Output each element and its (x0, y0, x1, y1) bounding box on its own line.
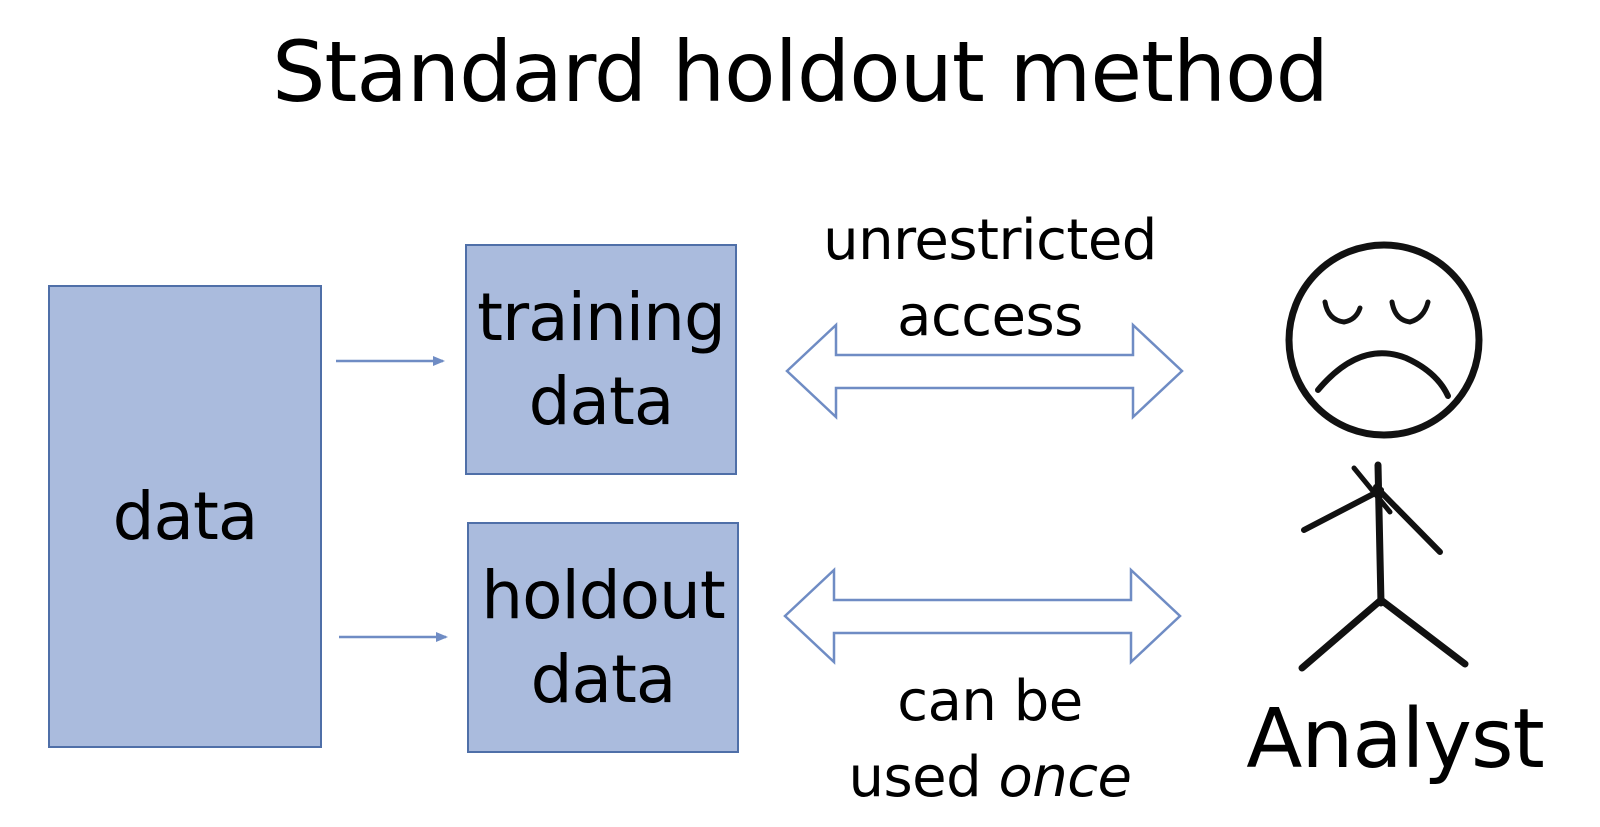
used-once-line1: can be (897, 669, 1083, 734)
holdout-box-label-line2: data (530, 640, 677, 718)
right-arm-icon (1373, 484, 1443, 555)
left-eye-icon (1322, 299, 1363, 325)
used-once-emphasis: once (998, 745, 1132, 810)
right-leg-icon (1377, 596, 1469, 668)
left-leg-icon (1298, 596, 1385, 672)
training-box-label-line2: data (528, 362, 675, 440)
unrestricted-access-line2: access (897, 284, 1083, 349)
left-arm-icon (1301, 487, 1384, 533)
frown-icon (1315, 350, 1451, 399)
stick-figure-icon (1285, 241, 1483, 672)
page-title: Standard holdout method (272, 23, 1329, 121)
double-arrow-holdout-icon (783, 567, 1182, 665)
training-box-label-line1: training (477, 278, 726, 356)
analyst-label: Analyst (1246, 692, 1545, 787)
body-icon (1374, 461, 1385, 607)
data-box-label: data (112, 477, 259, 555)
holdout-box-label-line1: holdout (481, 556, 726, 634)
neck-icon (1351, 465, 1393, 515)
training-data-box: training data (465, 244, 737, 475)
unrestricted-access-line1: unrestricted (823, 208, 1157, 273)
right-eye-icon (1389, 299, 1431, 325)
sad-face-icon (1285, 241, 1483, 439)
data-box: data (48, 285, 322, 748)
holdout-data-box: holdout data (467, 522, 739, 753)
used-once-line2-a: used (848, 745, 999, 810)
unrestricted-access-label: unrestricted access (790, 203, 1190, 355)
used-once-label: can be used once (790, 664, 1190, 816)
used-once-line2: used once (790, 740, 1190, 816)
